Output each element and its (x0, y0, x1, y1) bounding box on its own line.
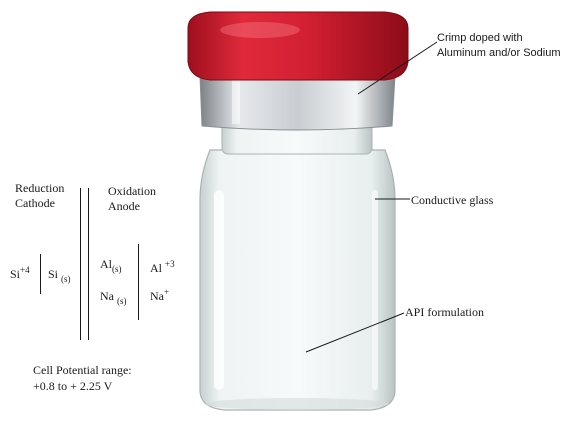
si-ion-charge: +4 (20, 265, 30, 275)
oxidation-label: Oxidation (108, 184, 156, 198)
glass-base (205, 398, 389, 410)
conductive-glass-label: Conductive glass (411, 193, 494, 207)
cell-potential-range: +0.8 to + 2.25 V (33, 379, 113, 393)
salt-bridge-line-right (88, 188, 89, 340)
cap-shine (220, 22, 300, 38)
al-solid-symbol: Al (100, 257, 112, 271)
phase-boundary-anode (138, 244, 139, 320)
anode-label: Anode (108, 199, 140, 213)
crimp-highlight (232, 80, 240, 124)
si-solid-state: (s) (61, 274, 71, 284)
na-solid-symbol: Na (100, 289, 114, 303)
crimp-label-line2: Aluminum and/or Sodium (437, 47, 561, 59)
na-ion-symbol: Na (150, 289, 164, 303)
al-ion: Al +3 (150, 259, 175, 275)
crimp-leader-line (357, 41, 438, 95)
cathode-label: Cathode (15, 196, 55, 210)
phase-boundary-cathode (40, 254, 41, 294)
salt-bridge-line-left (80, 188, 81, 340)
al-ion-charge: +3 (165, 259, 175, 269)
reduction-label: Reduction (15, 181, 65, 195)
crimp-label-line1: Crimp doped with (437, 32, 523, 44)
si-ion-symbol: Si (10, 267, 21, 281)
api-formulation-label: API formulation (405, 305, 484, 319)
api-leader-line (305, 312, 405, 353)
red-cap (187, 11, 409, 81)
na-solid: Na (s) (100, 289, 127, 306)
na-ion-charge: + (164, 287, 170, 297)
na-solid-state: (s) (117, 296, 127, 306)
glass-body (199, 149, 396, 411)
si-solid-symbol: Si (48, 267, 59, 281)
crimp-band (199, 75, 396, 131)
cell-potential-label: Cell Potential range: (33, 363, 132, 377)
glass-highlight-right (372, 190, 378, 390)
al-solid: Al(s) (100, 257, 122, 274)
si-ion: Si+4 (10, 265, 30, 281)
al-ion-symbol: Al (150, 261, 162, 275)
na-ion: Na+ (150, 287, 170, 303)
al-solid-state: (s) (112, 264, 122, 274)
si-solid: Si (s) (48, 267, 71, 284)
glass-highlight-left (214, 190, 224, 390)
